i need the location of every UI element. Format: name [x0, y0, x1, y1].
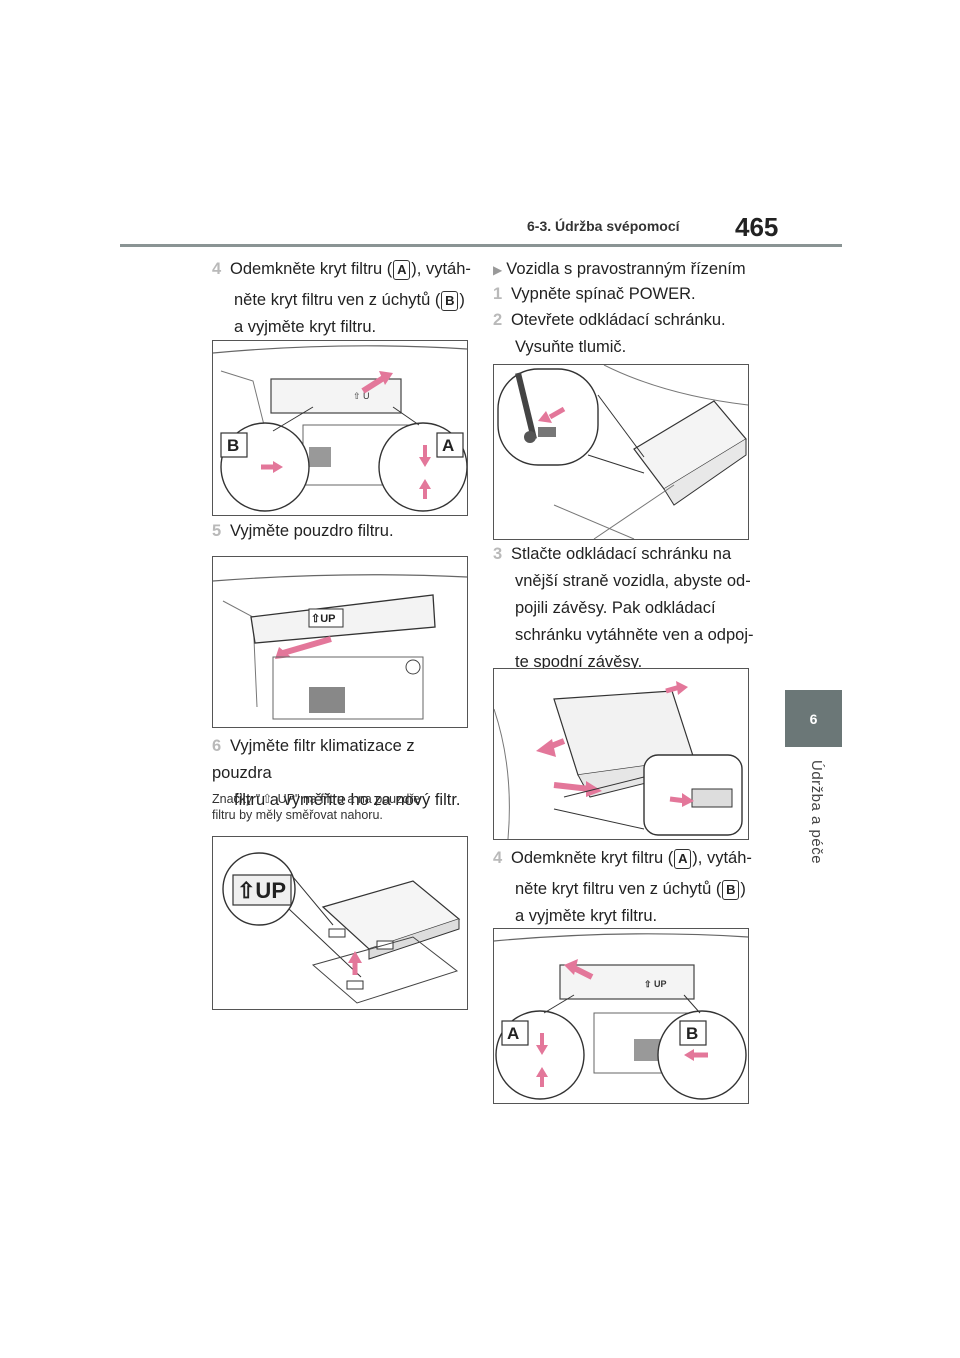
- callout-a: A: [507, 1024, 519, 1043]
- section-title: 6-3. Údržba svépomocí: [527, 218, 680, 234]
- up-mark: ⇧UP: [237, 878, 286, 903]
- step-text: a vyjměte kryt filtru.: [234, 318, 377, 336]
- note-text: UP" na filtru a na pouzdře: [274, 792, 421, 806]
- figure-drawing: ⇧ UP A B: [494, 933, 748, 1100]
- right-step-4: 4 Odemkněte kryt filtru (A), vytáh- něte …: [493, 845, 773, 930]
- step-number: 4: [212, 260, 222, 278]
- step-text: Stlačte odkládací schránku na: [511, 545, 732, 563]
- step-text: něte kryt filtru ven z úchytů (: [515, 880, 722, 898]
- key-a-icon: A: [674, 848, 692, 869]
- figure-filter-cover-rhd: ⇧ UP A B: [493, 928, 749, 1104]
- step-number: 3: [493, 545, 503, 563]
- step-text: Vyjměte filtr klimatizace z pouzdra: [212, 737, 415, 782]
- step-text: něte kryt filtru ven z úchytů (: [234, 291, 441, 309]
- figure-glovebox-hinges: [493, 668, 749, 840]
- step-text: ), vytáh-: [692, 849, 752, 867]
- step-text: ): [740, 880, 746, 898]
- key-a-icon: A: [393, 259, 411, 280]
- step-text: Odemkněte kryt filtru (: [511, 849, 674, 867]
- key-b-icon: B: [722, 879, 740, 900]
- step-text: pojili závěsy. Pak odkládací: [515, 599, 716, 617]
- step-number: 5: [212, 522, 222, 540]
- step-text: Odemkněte kryt filtru (: [230, 260, 393, 278]
- up-mark: ⇧ U: [353, 391, 370, 401]
- figure-drawing: ⇧UP: [222, 852, 461, 1004]
- left-step-5: 5 Vyjměte pouzdro filtru.: [212, 518, 472, 545]
- right-step-1: 1 Vypněte spínač POWER.: [493, 281, 773, 308]
- chapter-label: Údržba a péče: [808, 760, 825, 865]
- up-mark: ⇧ UP: [644, 979, 667, 989]
- left-step-4: 4 Odemkněte kryt filtru (A), vytáh- něte …: [212, 256, 472, 341]
- figure-filter-cover-lhd: ⇧ U B A: [212, 340, 468, 516]
- step-number: 1: [493, 285, 503, 303]
- step-text: schránku vytáhněte ven a odpoj-: [515, 626, 754, 644]
- callout-a: A: [442, 436, 454, 455]
- figure-drawing: [494, 681, 743, 839]
- chapter-tab[interactable]: 6: [785, 690, 842, 747]
- note-up-marks: Značky "⇧ UP" na filtru a na pouzdře fil…: [212, 791, 474, 823]
- callout-b: B: [227, 436, 239, 455]
- figure-drawing: [497, 365, 748, 539]
- step-text: ), vytáh-: [411, 260, 471, 278]
- step-text: Vysuňte tlumič.: [515, 338, 627, 356]
- step-number: 6: [212, 737, 222, 755]
- callout-b: B: [686, 1024, 698, 1043]
- right-step-2: 2 Otevřete odkládací schránku. Vysuňte tl…: [493, 307, 773, 361]
- step-text: Vyjměte pouzdro filtru.: [230, 522, 394, 540]
- header-rule: [120, 244, 842, 247]
- figure-filter-replacement: ⇧UP: [212, 836, 468, 1010]
- figure-filter-case: ⇧UP: [212, 556, 468, 728]
- figure-glovebox-damper: [493, 364, 749, 540]
- arrow-up-icon: ⇧: [261, 792, 273, 806]
- page-number: 465: [735, 212, 779, 242]
- figure-drawing: ⇧UP: [213, 574, 467, 720]
- step-text: filtru a vyměňte ho za nový filtr.: [234, 791, 461, 809]
- step-text: Vypněte spínač POWER.: [511, 285, 696, 303]
- up-mark: ⇧UP: [311, 613, 336, 625]
- subsection-heading: Vozidla s pravostranným řízením: [506, 260, 746, 278]
- right-heading: ▶Vozidla s pravostranným řízením: [493, 256, 773, 284]
- step-text: ): [459, 291, 465, 309]
- note-text: Značky ": [212, 792, 261, 806]
- right-step-3: 3 Stlačte odkládací schránku na vnější st…: [493, 541, 773, 676]
- step-text: te spodní závěsy.: [515, 653, 643, 671]
- step-number: 4: [493, 849, 503, 867]
- step-text: vnější straně vozidla, abyste od-: [515, 572, 751, 590]
- figure-drawing: ⇧ U B A: [213, 345, 467, 512]
- step-text: a vyjměte kryt filtru.: [515, 907, 658, 925]
- note-text: filtru by měly směřovat nahoru.: [212, 808, 383, 822]
- key-b-icon: B: [441, 290, 459, 311]
- step-text: Otevřete odkládací schránku.: [511, 311, 726, 329]
- triangle-bullet-icon: ▶: [493, 263, 503, 277]
- step-number: 2: [493, 311, 503, 329]
